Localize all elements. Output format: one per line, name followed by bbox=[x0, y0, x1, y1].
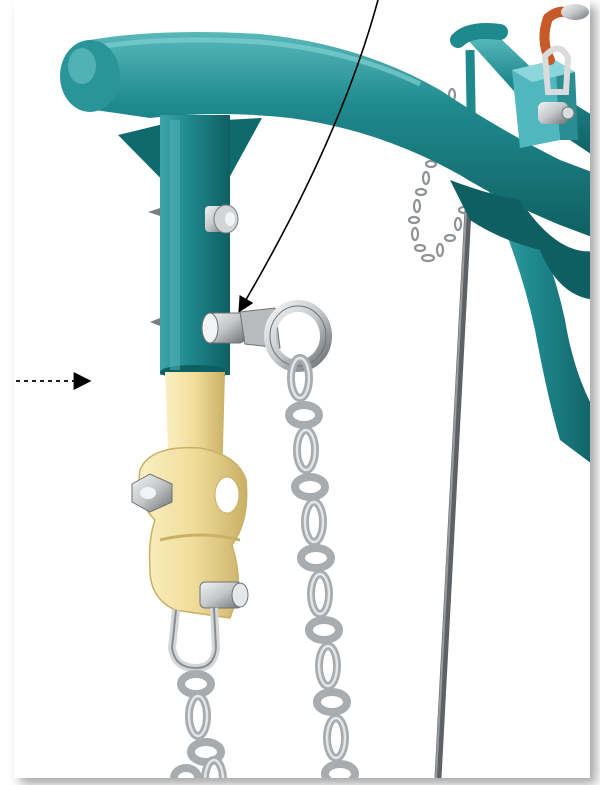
tube-frame bbox=[60, 31, 590, 470]
pin-bolt bbox=[205, 205, 238, 233]
shackle bbox=[172, 608, 216, 668]
vertical-rod bbox=[436, 210, 468, 778]
lifting-assembly-diagram bbox=[14, 0, 590, 778]
clevis-bracket bbox=[132, 448, 248, 618]
figure-frame bbox=[14, 0, 590, 778]
